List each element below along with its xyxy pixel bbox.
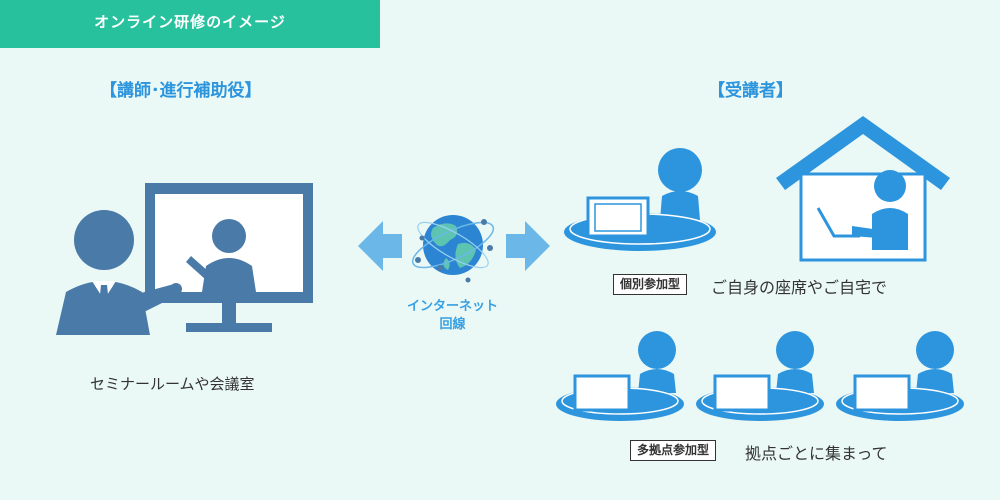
network-label-line1: インターネット [406, 299, 498, 314]
network-illustration [358, 215, 550, 283]
remote-person-head [212, 219, 246, 253]
remote-person-body [202, 258, 256, 292]
multi-desk-1 [556, 331, 684, 421]
individual-desk-illustration [564, 148, 716, 251]
trainee-body [660, 191, 700, 220]
home-person-head [874, 170, 906, 202]
multi-desk-2 [696, 331, 824, 421]
trainee-head [658, 148, 702, 192]
lecturer-illustration [56, 183, 313, 335]
individual-participation-description: ご自身の座席やご自宅で [711, 278, 888, 297]
individual-participation-tag: 個別参加型 [613, 274, 688, 295]
multi-site-participation-description: 拠点ごとに集まって [745, 444, 888, 463]
arrow-left-icon [358, 221, 402, 271]
network-label: インターネット 回線 [390, 298, 515, 334]
remote-person-arm [186, 256, 209, 279]
monitor-stand [222, 303, 236, 325]
header-tab: オンライン研修のイメージ [0, 0, 380, 48]
multi-desk-3 [836, 331, 964, 421]
lecturer-section-title: 【講師･進行補助役】 [100, 81, 262, 101]
lecturer-hand [170, 283, 182, 295]
multi-site-illustration [556, 331, 964, 421]
arrow-right-icon [506, 221, 550, 271]
lecturer-head [74, 210, 134, 270]
seminar-room-caption: セミナールームや会議室 [90, 375, 255, 393]
home-illustration [776, 116, 950, 262]
home-person-body [872, 208, 908, 250]
network-label-line2: 回線 [439, 317, 466, 332]
lecturer-arm [130, 284, 180, 314]
lecturer-tie [99, 285, 109, 310]
multi-site-participation-tag: 多拠点参加型 [630, 440, 717, 461]
monitor-base [186, 323, 272, 332]
home-laptop-icon [816, 207, 860, 238]
trainee-section-title: 【受講者】 [708, 81, 793, 101]
house-roof-icon [776, 116, 950, 190]
